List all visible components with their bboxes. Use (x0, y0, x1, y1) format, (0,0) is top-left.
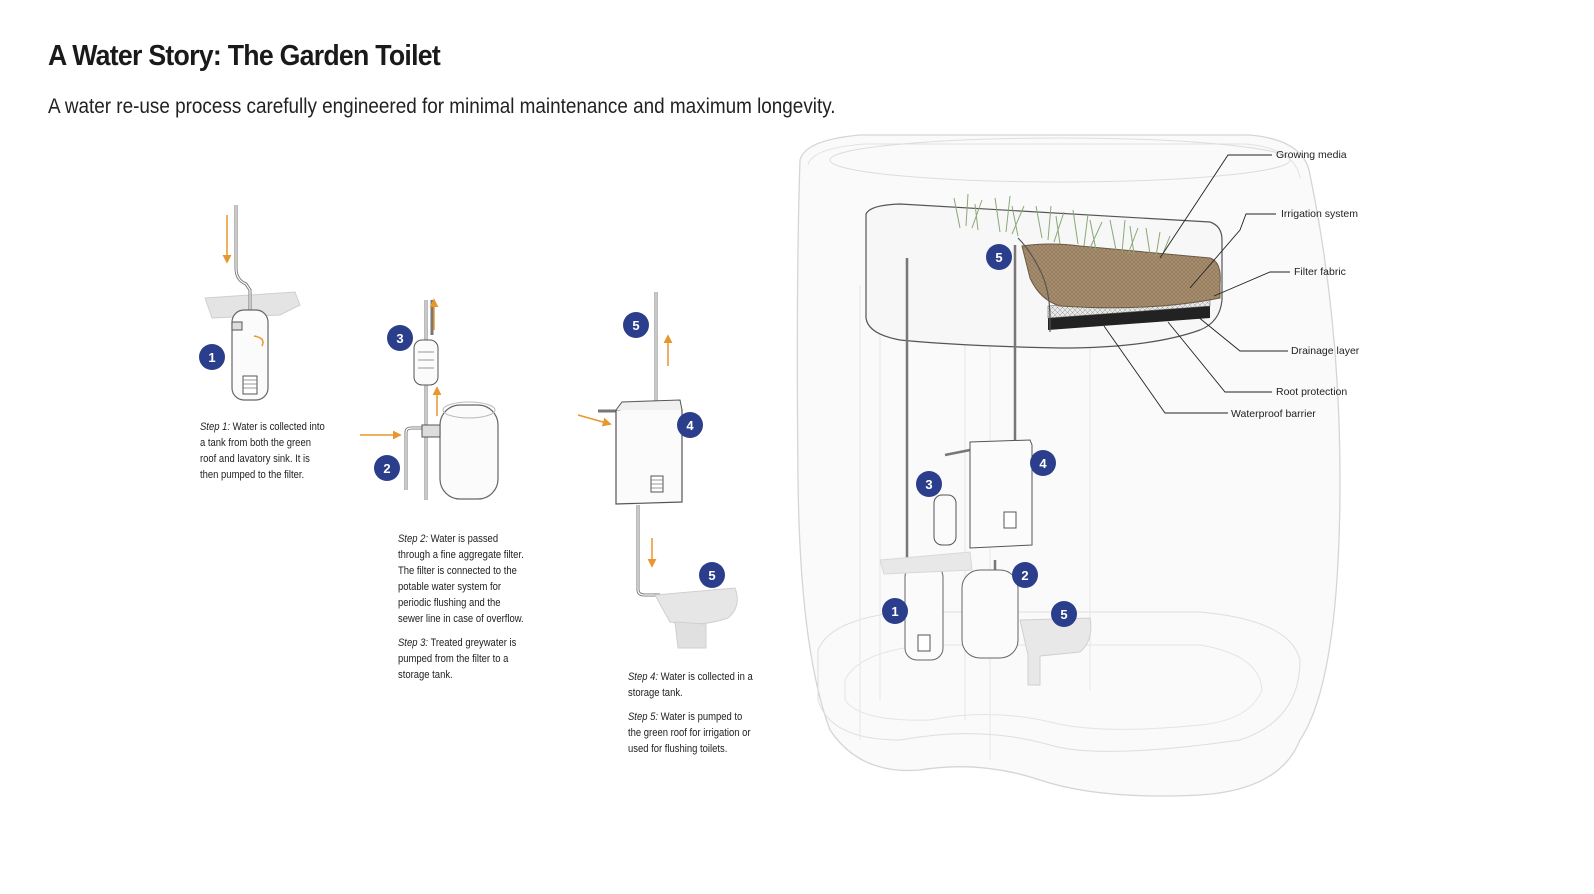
page-subtitle: A water re-use process carefully enginee… (48, 95, 836, 118)
step4-text: Water is collected in a storage tank. (628, 671, 753, 699)
label-filter-fabric: Filter fabric (1294, 266, 1346, 278)
pod-step4-badge: 4 (1030, 450, 1056, 476)
step4-5-caption: Step 4: Water is collected in a storage … (628, 669, 757, 765)
filter-icon (413, 339, 439, 386)
pod-step5-badge: 5 (1051, 601, 1077, 627)
step4-label: Step 4: (628, 671, 658, 683)
toilet-pod-cutaway: 5 4 3 2 1 5 (796, 134, 1341, 797)
step2-badge: 2 (374, 455, 400, 481)
step5-text: Water is pumped to the green roof for ir… (628, 711, 751, 755)
label-irrigation-system: Irrigation system (1281, 208, 1358, 220)
step3-label: Step 3: (398, 637, 428, 649)
step1-label: Step 1: (200, 421, 230, 433)
label-growing-media: Growing media (1276, 149, 1347, 161)
svg-text:3: 3 (925, 477, 932, 492)
step1-badge: 1 (199, 344, 225, 370)
step5-badge: 5 (623, 312, 649, 338)
label-waterproof-barrier: Waterproof barrier (1231, 408, 1316, 420)
pod-step3-badge: 3 (916, 471, 942, 497)
pipe-icon (234, 205, 252, 316)
svg-text:5: 5 (995, 250, 1002, 265)
label-drainage-layer: Drainage layer (1291, 345, 1360, 357)
step3-text: Treated greywater is pumped from the fil… (398, 637, 517, 681)
green-roof-tray (865, 193, 1223, 349)
svg-text:5: 5 (708, 568, 715, 583)
toilet-icon (654, 587, 738, 649)
flow-arrow-icon (577, 414, 612, 427)
step2-text: Water is passed through a fine aggregate… (398, 533, 524, 625)
layer-leader-lines (1103, 154, 1290, 414)
sink-icon (204, 291, 301, 319)
step1-caption: Step 1: Water is collected into a tank f… (200, 419, 329, 491)
storage-tank-icon (615, 399, 683, 505)
step3-badge: 3 (387, 325, 413, 351)
step5-label: Step 5: (628, 711, 658, 723)
svg-text:4: 4 (1039, 456, 1047, 471)
step2-3-caption: Step 2: Water is passed through a fine a… (398, 531, 527, 691)
step5-badge: 5 (699, 562, 725, 588)
collection-tank-icon (231, 309, 269, 401)
pod-step5-badge: 5 (986, 244, 1012, 270)
svg-text:3: 3 (396, 331, 403, 346)
pod-step1-badge: 1 (882, 598, 908, 624)
page-title: A Water Story: The Garden Toilet (48, 40, 441, 72)
internal-tanks-icon (879, 439, 1092, 686)
svg-text:1: 1 (891, 604, 898, 619)
pod-step2-badge: 2 (1012, 562, 1038, 588)
riser-pipe-icon (598, 292, 660, 597)
svg-text:5: 5 (1060, 607, 1067, 622)
svg-text:1: 1 (208, 350, 215, 365)
svg-text:5: 5 (632, 318, 639, 333)
svg-text:2: 2 (383, 461, 390, 476)
pressure-tank-icon (421, 401, 499, 500)
step1-illustration: 1 (199, 205, 301, 401)
step2-label: Step 2: (398, 533, 428, 545)
step4-badge: 4 (677, 412, 703, 438)
step1-text: Water is collected into a tank from both… (200, 421, 325, 481)
svg-text:4: 4 (686, 418, 694, 433)
step2-illustration: 3 2 (360, 298, 499, 500)
label-root-protection: Root protection (1276, 386, 1347, 398)
svg-text:2: 2 (1021, 568, 1028, 583)
grass-icon (953, 193, 1171, 257)
step4-illustration: 5 4 5 (577, 292, 738, 649)
